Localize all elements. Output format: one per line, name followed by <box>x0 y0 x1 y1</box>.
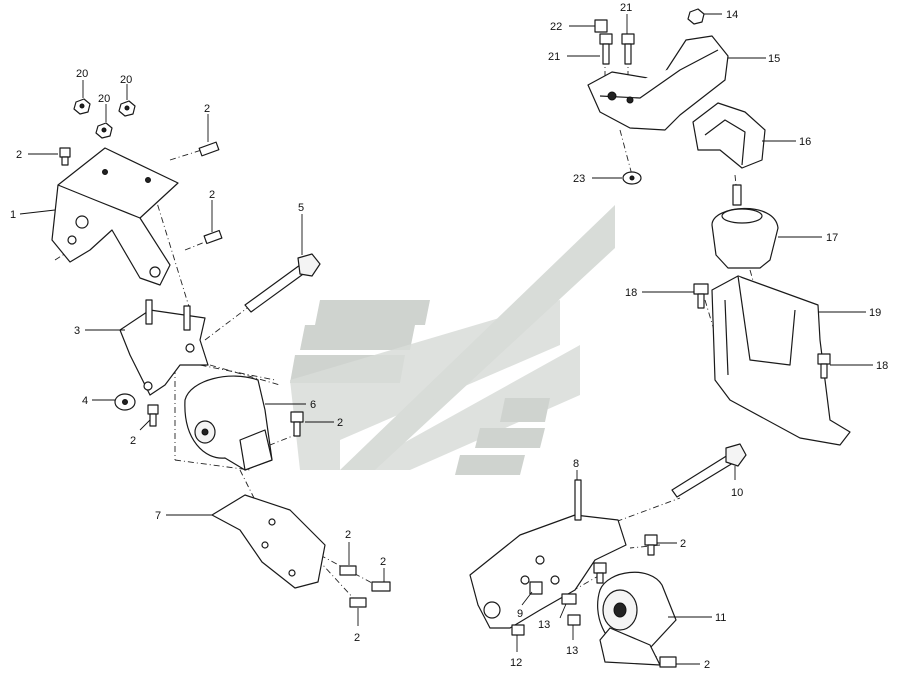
callout-20: 20 <box>76 68 88 80</box>
callout-8: 8 <box>573 458 579 470</box>
callout-1: 1 <box>10 209 16 221</box>
callout-5: 5 <box>298 202 304 214</box>
callout-21: 21 <box>548 51 560 63</box>
bracket-part-1 <box>51 147 179 286</box>
bolts-18 <box>693 283 831 379</box>
callout-2: 2 <box>680 538 686 550</box>
bracket-part-16 <box>692 102 766 169</box>
callout-6: 6 <box>310 399 316 411</box>
callout-2: 2 <box>209 189 215 201</box>
callout-2: 2 <box>16 149 22 161</box>
callout-2: 2 <box>204 103 210 115</box>
nut-icon <box>118 100 136 117</box>
long-bolt-part-5 <box>244 253 321 313</box>
callout-4: 4 <box>82 395 88 407</box>
callout-13: 13 <box>538 619 550 631</box>
callout-14: 14 <box>726 9 738 21</box>
callout-labels: 20 20 20 2 2 1 2 5 3 4 2 6 2 7 2 2 2 22 … <box>10 2 888 671</box>
bolts-2-bottom <box>339 565 391 608</box>
bolts-21-22 <box>594 8 705 65</box>
callout-2: 2 <box>354 632 360 644</box>
callout-11: 11 <box>715 612 726 624</box>
callout-2: 2 <box>130 435 136 447</box>
callout-13: 13 <box>566 645 578 657</box>
callout-7: 7 <box>155 510 161 522</box>
bolt-2-top <box>59 141 223 245</box>
callout-2: 2 <box>704 659 710 671</box>
washer-part-4 <box>114 393 136 411</box>
watermark-logo <box>290 205 615 475</box>
callout-19: 19 <box>869 307 881 319</box>
callout-16: 16 <box>799 136 811 148</box>
rubber-mount-part-6 <box>184 375 273 471</box>
callout-3: 3 <box>74 325 80 337</box>
bracket-part-19 <box>711 275 851 446</box>
nut-part-23 <box>622 171 642 185</box>
callout-9: 9 <box>517 608 523 620</box>
mount-part-11 <box>597 571 677 666</box>
callout-2: 2 <box>345 529 351 541</box>
callout-2: 2 <box>380 556 386 568</box>
nut-icon <box>95 122 113 139</box>
long-bolt-part-10 <box>671 443 747 498</box>
insulator-part-17 <box>711 184 779 269</box>
callout-15: 15 <box>768 53 780 65</box>
callout-18: 18 <box>625 287 637 299</box>
callout-20: 20 <box>98 93 110 105</box>
bolt-2-right-top <box>593 534 658 584</box>
callout-20: 20 <box>120 74 132 86</box>
leader-lines <box>19 13 873 665</box>
callout-21: 21 <box>620 2 632 14</box>
bracket-part-3 <box>119 299 209 396</box>
callout-10: 10 <box>731 487 743 499</box>
callout-2: 2 <box>337 417 343 429</box>
bolts-right-bottom <box>511 581 677 668</box>
bracket-part-7 <box>211 494 326 589</box>
nut-20-group <box>73 98 136 139</box>
callout-17: 17 <box>826 232 838 244</box>
callout-23: 23 <box>573 173 585 185</box>
bolt-2-left <box>147 404 159 427</box>
callout-18: 18 <box>876 360 888 372</box>
nut-icon <box>73 98 91 115</box>
upper-bracket-part-15 <box>587 35 729 131</box>
bolt-2-mid <box>290 411 304 437</box>
bracket-part-8 <box>469 479 627 629</box>
callout-22: 22 <box>550 21 562 33</box>
callout-12: 12 <box>510 657 522 669</box>
